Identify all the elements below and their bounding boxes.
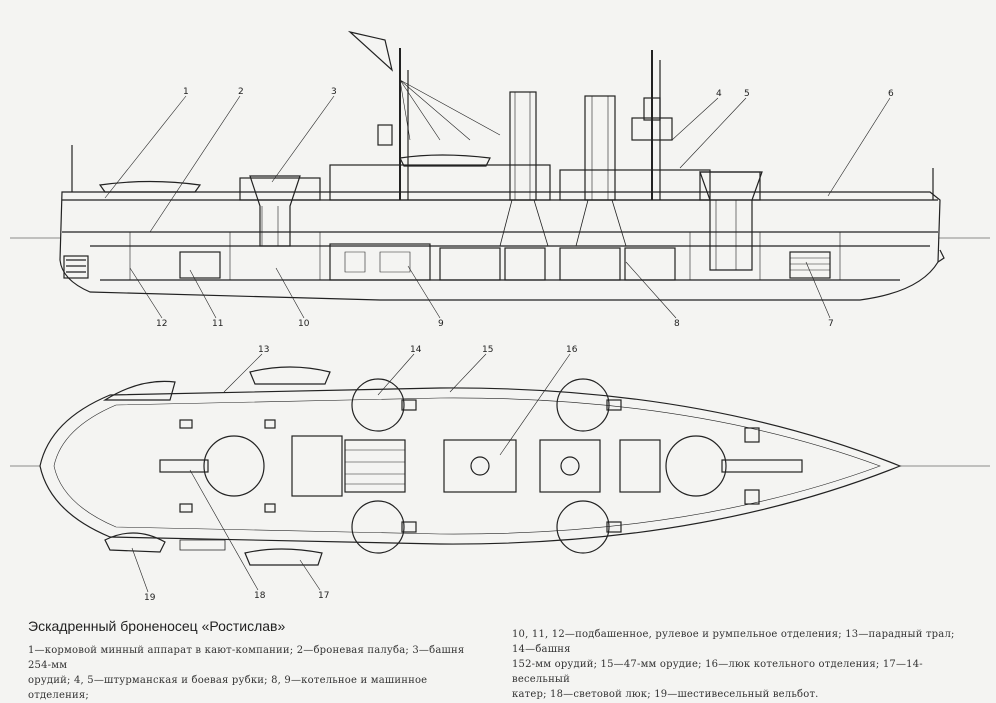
legend-left: 1—кормовой минный аппарат в кают-компани…: [28, 643, 488, 703]
callout-4: 4: [716, 89, 722, 99]
callout-8: 8: [674, 319, 680, 329]
callout-6: 6: [888, 89, 894, 99]
legend-line: 152-мм орудий; 15—47-мм орудие; 16—люк к…: [512, 659, 923, 685]
callout-5: 5: [744, 89, 750, 99]
callout-14: 14: [410, 345, 422, 355]
callout-3: 3: [331, 87, 337, 97]
callout-7: 7: [828, 319, 834, 329]
callout-16: 16: [566, 345, 578, 355]
callout-19: 19: [144, 593, 156, 603]
callout-1: 1: [183, 87, 189, 97]
figure-title: Эскадренный броненосец «Ростислав»: [28, 618, 286, 634]
callout-13: 13: [258, 345, 269, 355]
legend-line: катер; 18—световой люк; 19—шестивесельны…: [512, 689, 819, 700]
legend-line: 1—кормовой минный аппарат в кают-компани…: [28, 645, 465, 671]
callout-15: 15: [482, 345, 493, 355]
legend-right: 10, 11, 12—подбашенное, рулевое и румпел…: [512, 627, 962, 702]
callout-12: 12: [156, 319, 167, 329]
callout-18: 18: [254, 591, 266, 601]
callout-11: 11: [212, 319, 223, 329]
legend-line: 10, 11, 12—подбашенное, рулевое и румпел…: [512, 629, 955, 655]
callout-10: 10: [298, 319, 310, 329]
callout-17: 17: [318, 591, 329, 601]
side-elevation: [10, 30, 990, 301]
leader-lines: [104, 95, 891, 593]
plan-view: [10, 366, 990, 566]
legend-line: орудий; 4, 5—штурманская и боевая рубки;…: [28, 675, 428, 701]
callout-2: 2: [238, 87, 244, 97]
callout-9: 9: [438, 319, 444, 329]
